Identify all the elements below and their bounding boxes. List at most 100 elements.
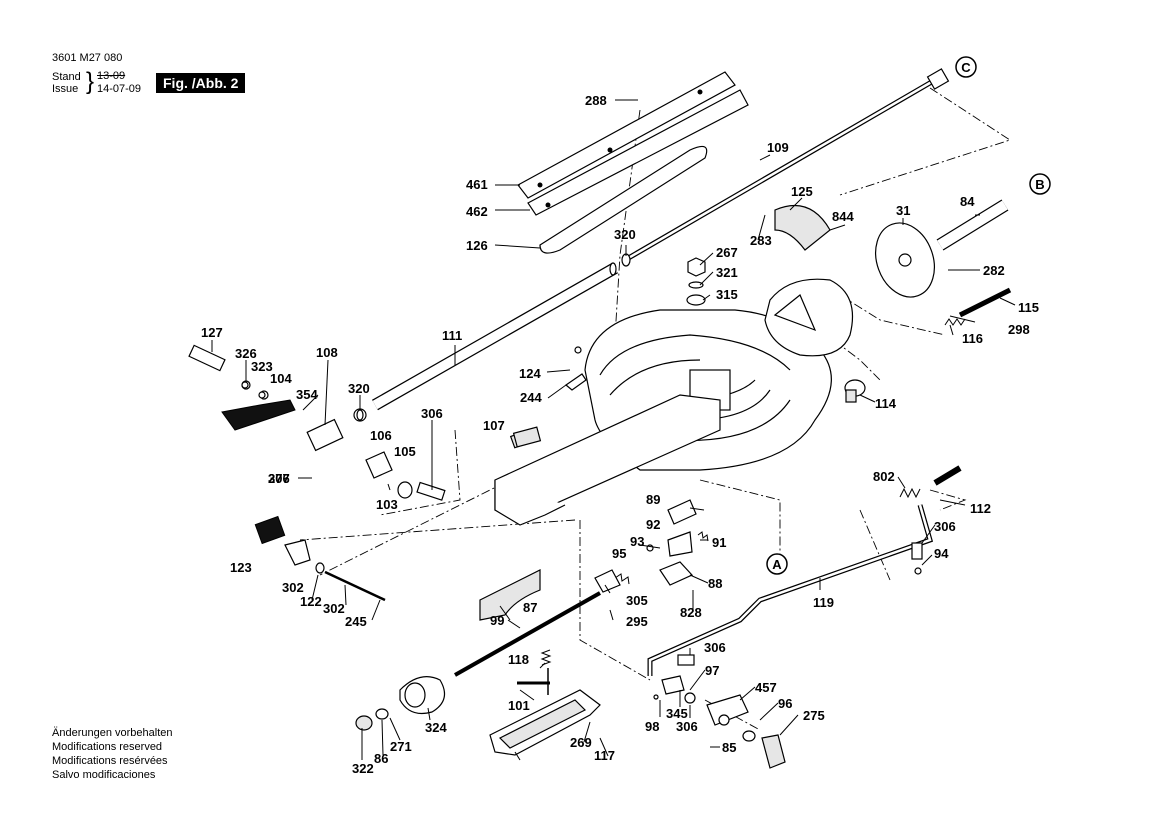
part-label: 114 <box>875 396 897 411</box>
label-244-part <box>512 426 542 448</box>
small-parts-98 <box>653 675 696 704</box>
spring-103-part <box>899 465 962 499</box>
part-label: 126 <box>466 238 488 253</box>
part-label: 324 <box>425 720 447 735</box>
issue-label: Issue <box>52 83 79 95</box>
part-label: 127 <box>201 325 223 340</box>
part-label: 112 <box>970 501 991 516</box>
bevel-scale-part <box>774 204 831 251</box>
part-label: 457 <box>755 680 777 695</box>
rod-87-part <box>454 591 601 677</box>
part-label: 117 <box>594 748 615 763</box>
part-label: 306 <box>421 406 443 421</box>
ref-marker-a: A <box>766 553 788 575</box>
part-label: 295 <box>626 614 648 629</box>
doc-number: 3601 M27 080 <box>52 52 123 64</box>
part-label: 326 <box>235 346 257 361</box>
latch-88-part <box>594 544 694 593</box>
part-label: 124 <box>519 366 541 381</box>
part-label: 107 <box>483 418 505 433</box>
part-label: 288 <box>585 93 607 108</box>
knob-114-part <box>844 379 866 403</box>
part-label: 97 <box>705 663 719 678</box>
bracket-101-part <box>677 654 695 666</box>
brace-symbol: } <box>86 68 95 95</box>
part-label: 87 <box>523 600 537 615</box>
handle-117-part <box>489 681 601 756</box>
part-label: 302 <box>282 580 304 595</box>
part-label: 111 <box>442 328 462 343</box>
part-label: 93 <box>630 534 644 549</box>
part-label: 305 <box>626 593 648 608</box>
part-label: 269 <box>570 735 592 750</box>
washer-parts <box>241 253 631 421</box>
cover-245-part <box>479 569 541 621</box>
part-label: 86 <box>374 751 388 766</box>
part-label: 320 <box>614 227 636 242</box>
spring-119-part <box>540 649 552 695</box>
svg-text:A: A <box>772 557 782 572</box>
part-label: 91 <box>712 535 726 550</box>
part-label: 315 <box>716 287 738 302</box>
modification-notes: Änderungen vorbehalten Modifications res… <box>52 726 172 782</box>
note-es: Salvo modificaciones <box>52 769 156 781</box>
rod-99-part <box>647 504 934 676</box>
part-label: 94 <box>934 546 949 561</box>
part-label: 322 <box>352 761 374 776</box>
part-label: 99 <box>490 613 504 628</box>
note-en: Modifications reserved <box>52 741 163 753</box>
part-label: 96 <box>778 696 792 711</box>
part-label: 461 <box>466 177 488 192</box>
part-label: 115 <box>1018 300 1039 315</box>
part-label: 282 <box>983 263 1005 278</box>
part-label: 306 <box>934 519 956 534</box>
svg-text:B: B <box>1035 177 1044 192</box>
part-label: 283 <box>750 233 772 248</box>
ref-marker-c: C <box>955 56 977 78</box>
part-label: 323 <box>251 359 273 374</box>
part-label: 306 <box>268 471 290 486</box>
part-label: 95 <box>612 546 626 561</box>
part-label: 122 <box>300 594 322 609</box>
part-label: 244 <box>520 390 542 405</box>
bracket-112-part <box>911 542 923 575</box>
part-label: 844 <box>832 209 854 224</box>
stand-label: Stand <box>52 71 81 83</box>
part-labels: 288 109 461 462 126 320 125 844 283 31 8… <box>201 93 1039 776</box>
knob-107-part <box>365 451 446 501</box>
bracket-124-part <box>565 346 587 391</box>
part-label: 123 <box>230 560 252 575</box>
lever-97-part <box>706 694 786 769</box>
part-label: 101 <box>508 698 530 713</box>
housing-part <box>764 278 854 357</box>
part-label: 88 <box>708 576 722 591</box>
part-label: 85 <box>722 740 736 755</box>
part-label: 298 <box>1008 322 1030 337</box>
pin-122-part <box>315 562 386 602</box>
handle-828-part <box>254 515 311 566</box>
part-label: 802 <box>873 469 895 484</box>
rod-111-part <box>372 262 618 411</box>
part-label: 275 <box>803 708 825 723</box>
part-label: 306 <box>676 719 698 734</box>
part-label: 267 <box>716 245 738 260</box>
part-label: 306 <box>704 640 726 655</box>
part-label: 105 <box>394 444 416 459</box>
part-label: 106 <box>370 428 392 443</box>
fence-part <box>517 71 749 216</box>
shaft-84-part <box>936 199 1009 251</box>
cap-85-part <box>355 676 446 731</box>
part-label: 104 <box>270 371 292 386</box>
note-fr: Modifications resérvées <box>52 755 168 767</box>
part-label: 84 <box>960 194 975 209</box>
part-label: 462 <box>466 204 488 219</box>
leader-lines <box>211 99 1016 761</box>
rod-109-part <box>623 68 950 263</box>
part-label: 828 <box>680 605 702 620</box>
ref-marker-b: B <box>1029 173 1051 195</box>
part-label: 125 <box>791 184 813 199</box>
blade-insert-part <box>539 145 708 254</box>
part-label: 92 <box>646 517 660 532</box>
part-label: 245 <box>345 614 367 629</box>
